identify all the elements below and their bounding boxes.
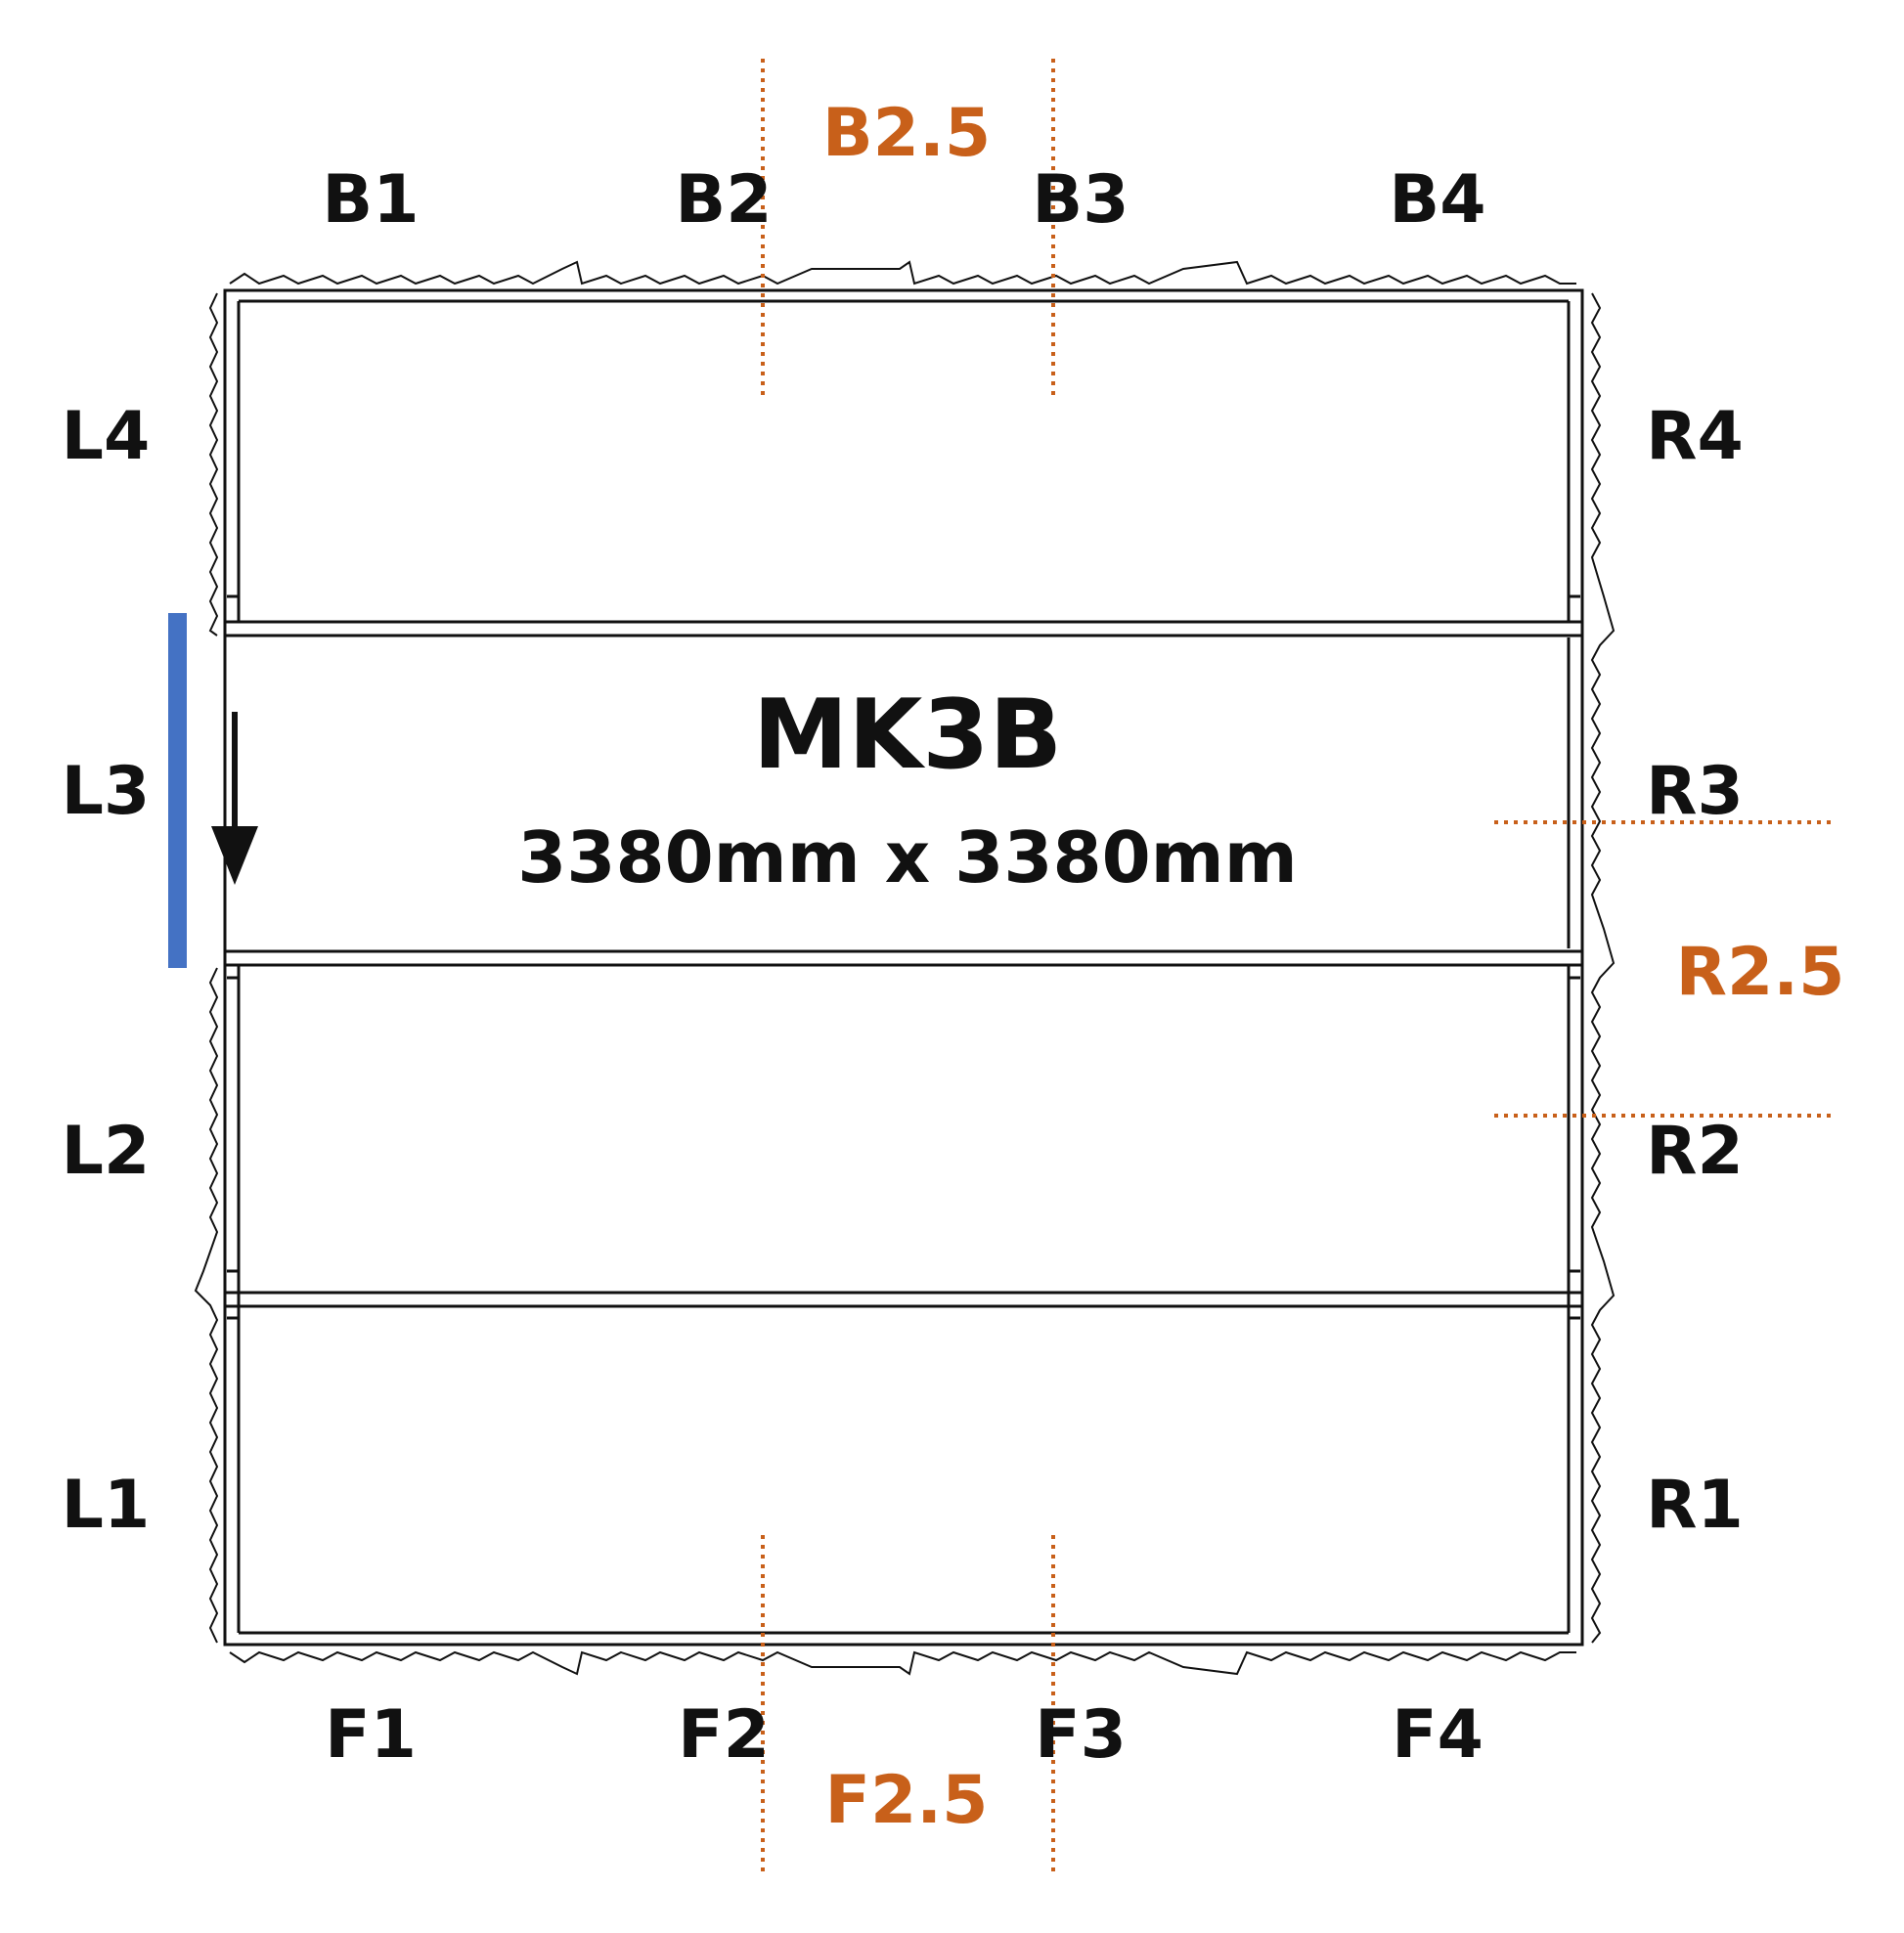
- wavy-edges: [194, 260, 1616, 1676]
- left-label-1: L1: [61, 1467, 151, 1544]
- back-label-1: B1: [322, 161, 420, 239]
- front-half-label: F2.5: [824, 1762, 989, 1839]
- model-name: MK3B: [752, 680, 1063, 791]
- panel-dividers: [225, 594, 1582, 1320]
- left-label-4: L4: [61, 398, 151, 475]
- right-label-2: R2: [1646, 1113, 1744, 1190]
- open-side-marker: [168, 613, 187, 968]
- right-label-4: R4: [1646, 398, 1744, 475]
- arrow-down-icon: [211, 712, 258, 885]
- back-label-4: B4: [1389, 161, 1486, 239]
- front-label-2: F2: [678, 1696, 770, 1774]
- model-dimensions: 3380mm x 3380mm: [517, 816, 1298, 899]
- back-label-2: B2: [675, 161, 773, 239]
- front-label-1: F1: [325, 1696, 417, 1774]
- right-label-1: R1: [1646, 1467, 1744, 1544]
- front-label-4: F4: [1392, 1696, 1483, 1774]
- back-half-label: B2.5: [821, 95, 992, 172]
- front-label-3: F3: [1035, 1696, 1127, 1774]
- back-label-3: B3: [1032, 161, 1129, 239]
- right-half-label: R2.5: [1675, 934, 1845, 1011]
- right-label-3: R3: [1646, 753, 1744, 830]
- left-label-2: L2: [61, 1113, 151, 1190]
- left-label-3: L3: [61, 753, 151, 830]
- outer-frame: [223, 288, 1584, 1647]
- dotted-guides: [761, 59, 1834, 1872]
